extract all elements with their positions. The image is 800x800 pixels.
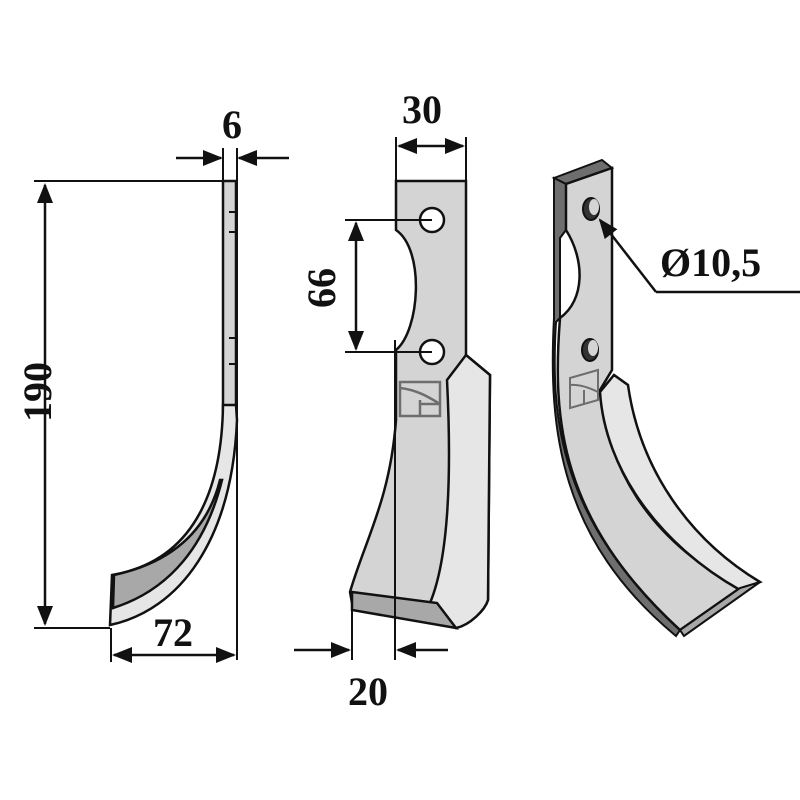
perspective-view [551, 158, 800, 638]
side-view [34, 148, 289, 663]
height-label: 190 [15, 362, 60, 422]
hole-spacing-label: 66 [299, 268, 344, 308]
shank-width-label: 30 [402, 87, 442, 132]
tip-offset-label: 20 [348, 669, 388, 714]
width-bottom-label: 72 [153, 610, 193, 655]
thickness-label: 6 [222, 102, 242, 147]
hole-diameter-label: Ø10,5 [660, 240, 762, 285]
front-view [294, 137, 492, 660]
